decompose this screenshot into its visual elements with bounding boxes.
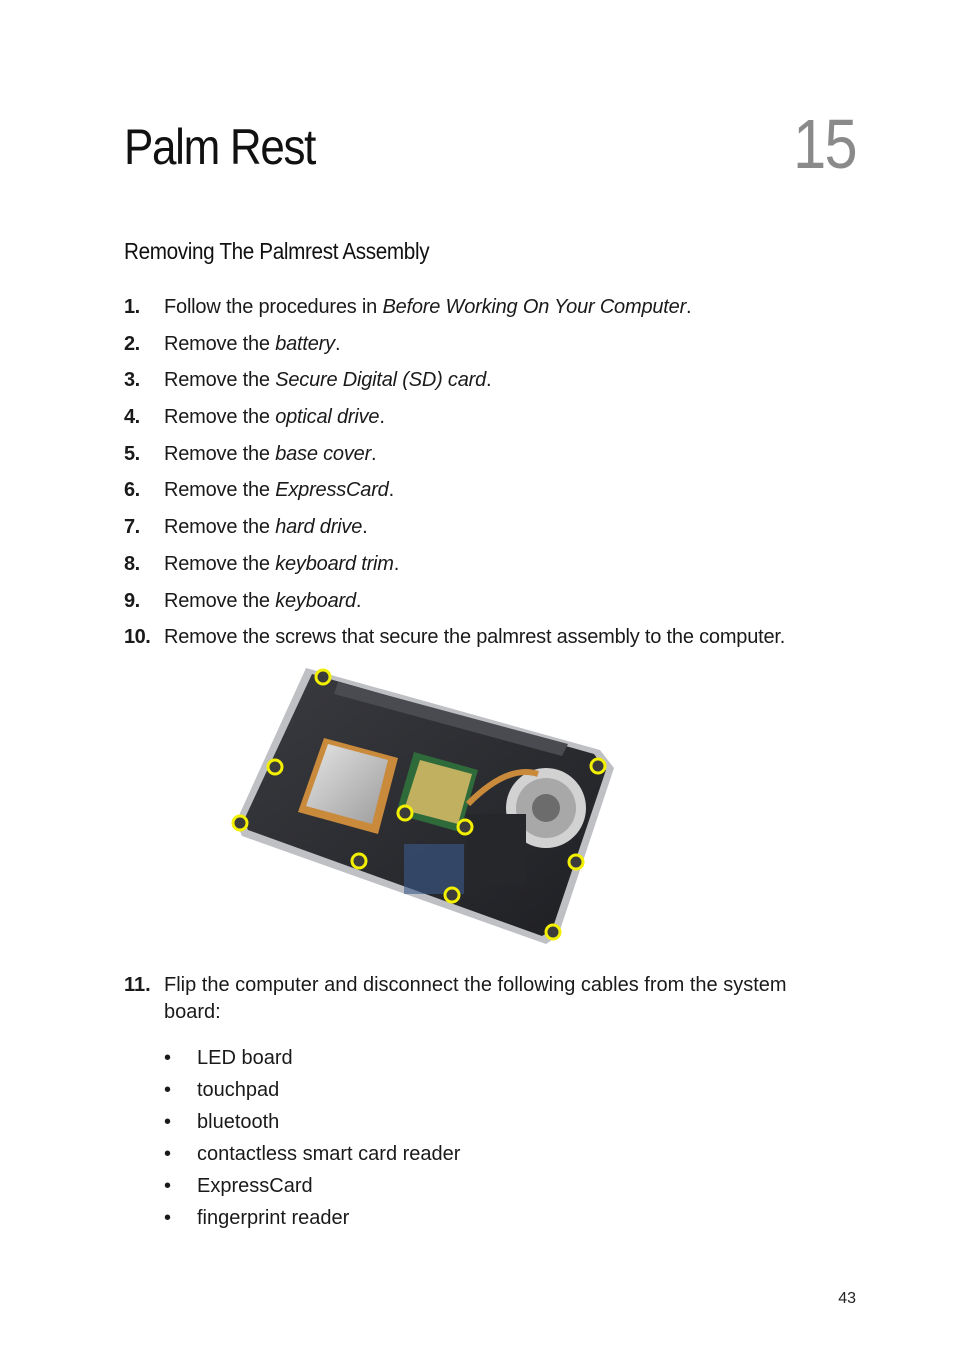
step-link[interactable]: battery <box>275 332 335 355</box>
step-link[interactable]: Secure Digital (SD) card <box>275 369 487 392</box>
screw-marker <box>231 814 249 832</box>
screw-marker <box>314 668 332 686</box>
step-text: Remove the base cover. <box>164 442 377 465</box>
step-9: 9. Remove the keyboard. <box>124 587 864 624</box>
step-3: 3. Remove the Secure Digital (SD) card. <box>124 366 864 403</box>
step-2: 2. Remove the battery. <box>124 330 864 367</box>
step-1: 1. Follow the procedures in Before Worki… <box>124 293 864 330</box>
screw-marker <box>443 886 461 904</box>
step-link[interactable]: hard drive <box>275 516 363 539</box>
step-number: 5. <box>124 442 140 465</box>
bullet-icon: • <box>164 1175 172 1197</box>
procedure-steps: 1. Follow the procedures in Before Worki… <box>124 293 864 660</box>
bullet-icon: • <box>164 1047 172 1069</box>
step-number: 9. <box>124 589 140 612</box>
screw-marker <box>456 818 474 836</box>
step-7: 7. Remove the hard drive. <box>124 513 864 550</box>
step-number: 1. <box>124 296 140 318</box>
step-number: 4. <box>124 406 140 429</box>
step-text: Remove the optical drive. <box>164 406 385 429</box>
step-8: 8. Remove the keyboard trim. <box>124 550 864 587</box>
step-text: Remove the hard drive. <box>164 516 368 539</box>
step-text: Follow the procedures in Before Working … <box>164 296 692 318</box>
screw-marker <box>589 757 607 775</box>
step-link[interactable]: optical drive <box>275 406 380 429</box>
screw-marker <box>350 852 368 870</box>
step-number: 6. <box>124 479 140 502</box>
step-5: 5. Remove the base cover. <box>124 440 864 477</box>
screw-marker <box>544 923 562 941</box>
step-number: 2. <box>124 332 140 355</box>
section-heading: Removing The Palmrest Assembly <box>124 238 430 264</box>
page-number: 43 <box>838 1290 856 1307</box>
step-text: Remove the Secure Digital (SD) card. <box>164 369 492 392</box>
step-10: 10. Remove the screws that secure the pa… <box>124 623 864 660</box>
step-link[interactable]: ExpressCard <box>275 479 389 502</box>
screw-marker <box>396 804 414 822</box>
step-text: Flip the computer and disconnect the fol… <box>164 974 787 1023</box>
step-link[interactable]: base cover <box>275 442 372 465</box>
step-number: 11. <box>124 974 151 996</box>
bullet-icon: • <box>164 1079 172 1101</box>
step-text: Remove the keyboard. <box>164 589 362 612</box>
step-text: Remove the screws that secure the palmre… <box>164 626 786 649</box>
bullet-icon: • <box>164 1207 172 1229</box>
step-number: 10. <box>124 626 151 649</box>
bullet-icon: • <box>164 1143 172 1165</box>
step-link[interactable]: keyboard <box>275 589 356 612</box>
bullet-icon: • <box>164 1111 172 1133</box>
step-text: Remove the ExpressCard. <box>164 479 394 502</box>
step-link[interactable]: Before Working On Your Computer <box>382 296 687 318</box>
step-text: Remove the battery. <box>164 332 341 355</box>
screw-marker <box>567 853 585 871</box>
step-text: Remove the keyboard trim. <box>164 552 400 575</box>
screw-marker <box>266 758 284 776</box>
chapter-number: 15 <box>793 105 857 183</box>
step-link[interactable]: keyboard trim <box>275 552 394 575</box>
step-number: 7. <box>124 516 140 539</box>
screw-markers <box>231 668 607 941</box>
step-6: 6. Remove the ExpressCard. <box>124 476 864 513</box>
step-number: 8. <box>124 552 140 575</box>
palmrest-screws-figure <box>231 668 614 944</box>
step-number: 3. <box>124 369 140 392</box>
step-4: 4. Remove the optical drive. <box>124 403 864 440</box>
chapter-title: Palm Rest <box>124 119 316 175</box>
